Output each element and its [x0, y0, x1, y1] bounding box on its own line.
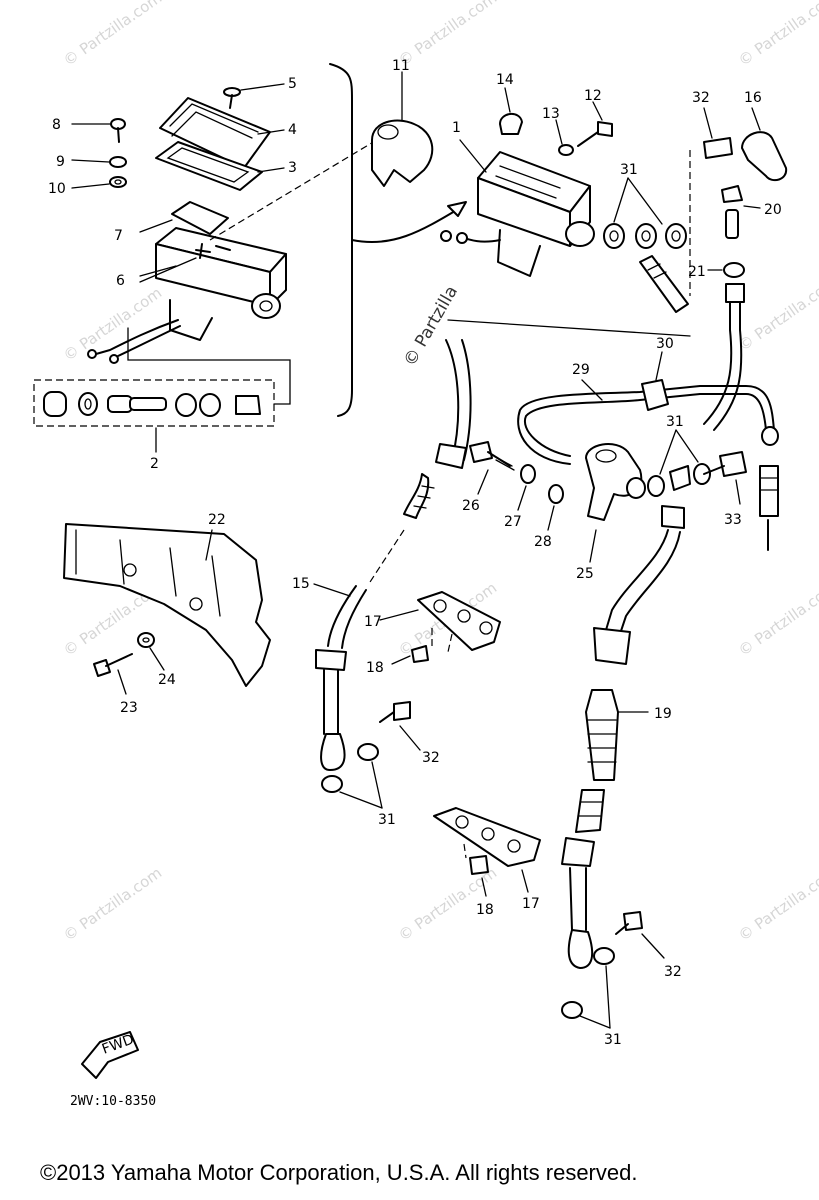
part-label-24: 24	[158, 672, 176, 688]
part-17-hose-guide-lower[interactable]	[433, 807, 541, 893]
fwd-arrow-icon: FWD	[81, 1031, 139, 1079]
part-18-nut-lower[interactable]	[469, 855, 489, 897]
part-27-washer[interactable]	[517, 464, 536, 511]
part-31-copper-washers-left[interactable]	[321, 743, 383, 809]
part-28-washer[interactable]	[547, 484, 564, 531]
part-9-nut[interactable]	[71, 156, 127, 168]
part-label-28: 28	[534, 534, 552, 550]
part-label-11: 11	[392, 58, 410, 74]
part-11-holder[interactable]	[371, 71, 434, 187]
part-10-washer[interactable]	[71, 176, 127, 189]
main-brake-line	[703, 283, 745, 431]
part-31-copper-washers-upper[interactable]	[603, 177, 687, 249]
part-label-9: 9	[56, 154, 65, 170]
part-label-13: 13	[542, 106, 560, 122]
part-label-16: 16	[744, 90, 762, 106]
part-label-20: 20	[764, 202, 782, 218]
part-label-29: 29	[572, 362, 590, 378]
part-13-washer[interactable]	[555, 119, 574, 156]
part-label-14: 14	[496, 72, 514, 88]
part-24-washer[interactable]	[137, 632, 165, 671]
part-7-plate[interactable]	[139, 201, 229, 235]
part-label-3: 3	[288, 160, 297, 176]
part-label-26: 26	[462, 498, 480, 514]
part-21-nut[interactable]	[707, 262, 745, 278]
part-label-8: 8	[52, 117, 61, 133]
part-31-copper-washers-lower[interactable]	[561, 947, 615, 1029]
part-label-2: 2	[150, 456, 159, 472]
part-label-17-upper: 17	[364, 614, 382, 630]
master-cylinder-body[interactable]	[139, 227, 287, 341]
diagram-code: 2WV:10-8350	[70, 1094, 157, 1109]
part-29-brake-pipe[interactable]	[517, 379, 779, 465]
part-label-31-lower: 31	[604, 1032, 622, 1048]
part-22-cover[interactable]	[63, 523, 271, 687]
part-15-front-brake-hose-upper[interactable]	[313, 339, 472, 771]
part-label-32-left: 32	[422, 750, 440, 766]
part-label-33: 33	[724, 512, 742, 528]
part-3-diaphragm[interactable]	[155, 141, 285, 191]
part-label-30: 30	[656, 336, 674, 352]
guide-line	[447, 319, 691, 337]
part-label-21: 21	[688, 264, 706, 280]
part-label-32-lower: 32	[664, 964, 682, 980]
part-label-25: 25	[576, 566, 594, 582]
caliper-fitting-right	[759, 465, 779, 551]
part-label-10: 10	[48, 181, 66, 197]
switch-wire	[87, 319, 181, 364]
part-5-screw[interactable]	[223, 83, 285, 109]
part-20-bleed-screw[interactable]	[721, 185, 761, 239]
part-26-bolt[interactable]	[469, 441, 515, 495]
part-label-15: 15	[292, 576, 310, 592]
part-label-22: 22	[208, 512, 226, 528]
part-label-32-upper: 32	[692, 90, 710, 106]
part-1-master-cylinder[interactable]	[440, 139, 595, 277]
part-32-union-bolt-upper[interactable]	[703, 107, 733, 159]
upper-hose-banjo	[639, 255, 689, 313]
part-label-31-left: 31	[378, 812, 396, 828]
part-label-23: 23	[120, 700, 138, 716]
part-label-4: 4	[288, 122, 297, 138]
part-label-19: 19	[654, 706, 672, 722]
part-31-copper-washers-joint[interactable]	[647, 429, 711, 497]
part-14-cap[interactable]	[499, 87, 523, 135]
part-32-union-bolt-lower[interactable]	[615, 911, 665, 959]
part-18-nut-upper[interactable]	[391, 645, 429, 665]
part-label-6: 6	[116, 273, 125, 289]
part-label-7: 7	[114, 228, 123, 244]
part-8-bolt[interactable]	[71, 118, 126, 143]
part-number-labels: 5 4 3 8 9 10 7 6 2 11 14 13 12 1 31 32 1…	[48, 58, 782, 1048]
part-25-3-way-joint[interactable]	[585, 443, 646, 563]
part-label-31-upper: 31	[620, 162, 638, 178]
part-17-hose-guide-upper[interactable]	[379, 591, 501, 653]
part-32-union-bolt-left[interactable]	[379, 701, 421, 751]
part-2-cylinder-kit[interactable]	[33, 327, 291, 453]
part-19-rear-brake-hose[interactable]	[561, 505, 685, 969]
part-label-18-lower: 18	[476, 902, 494, 918]
part-label-27: 27	[504, 514, 522, 530]
part-12-bolt[interactable]	[577, 101, 613, 147]
master-cylinder-exploded-view	[33, 63, 381, 453]
part-label-18-upper: 18	[366, 660, 384, 676]
part-30-clamp[interactable]	[641, 351, 669, 411]
copyright-notice: ©2013 Yamaha Motor Corporation, U.S.A. A…	[40, 1160, 638, 1185]
inset-bracket	[329, 63, 353, 417]
part-label-31-joint: 31	[666, 414, 684, 430]
assembly-arrow	[351, 207, 461, 244]
part-16-boot[interactable]	[741, 107, 788, 182]
part-label-1: 1	[452, 120, 461, 136]
part-label-12: 12	[584, 88, 602, 104]
part-33-union-bolt[interactable]	[703, 451, 747, 505]
part-label-17-lower: 17	[522, 896, 540, 912]
part-label-5: 5	[288, 76, 297, 92]
part-23-bolt[interactable]	[93, 653, 133, 695]
